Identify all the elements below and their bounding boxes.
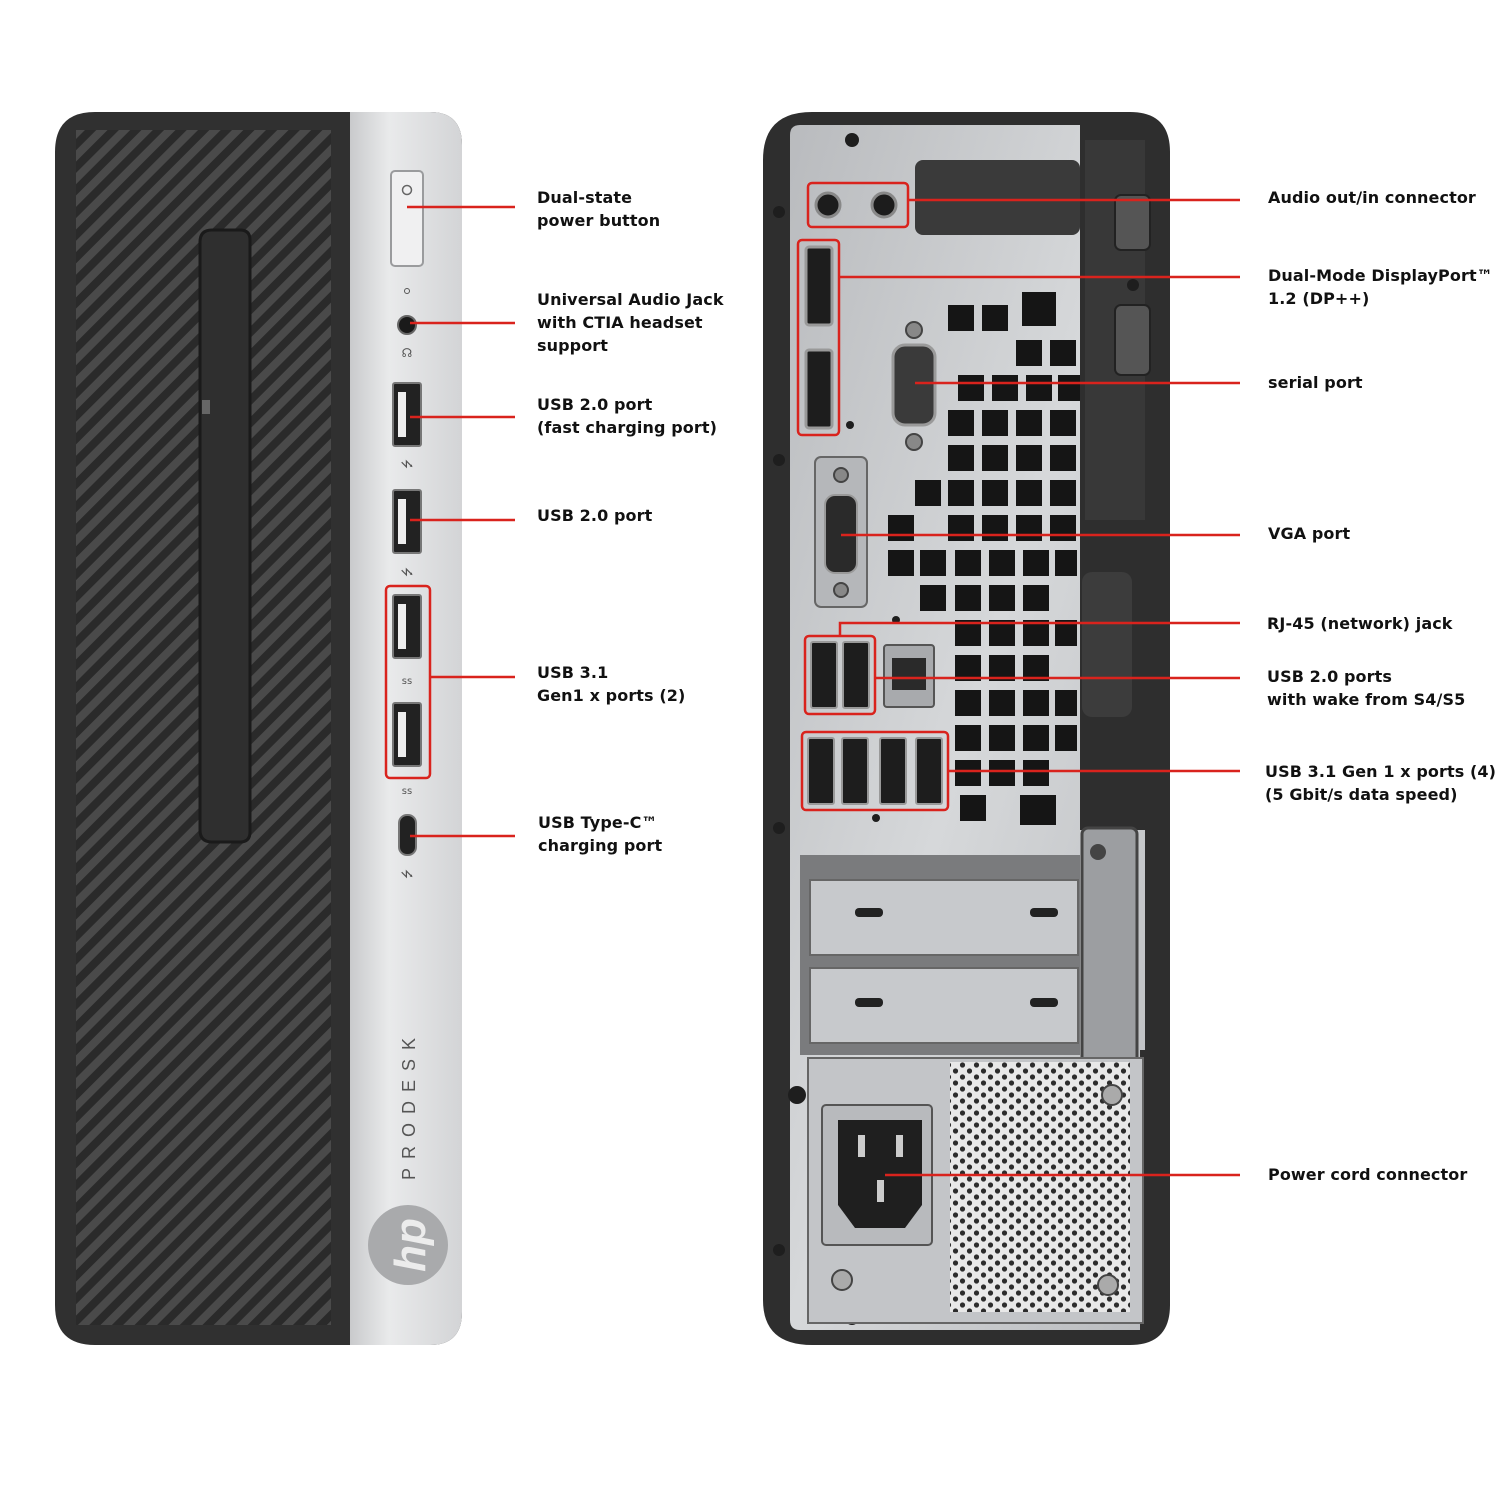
label-audio-jack: Universal Audio Jack with CTIA headset s…	[537, 290, 724, 355]
callout-line-rj45	[838, 621, 1240, 636]
rear-view	[763, 112, 1170, 1345]
screw-icon	[845, 133, 859, 147]
activity-led	[404, 288, 410, 294]
screw-icon	[773, 454, 785, 466]
label-usb31-rear: USB 3.1 Gen 1 x ports (4) (5 Gbit/s data…	[1265, 762, 1497, 804]
slot-cutout	[855, 998, 883, 1007]
psu-fan-mesh	[950, 1062, 1130, 1312]
label-displayport: Dual-Mode DisplayPort™ 1.2 (DP++)	[1268, 266, 1493, 308]
screw-icon	[905, 321, 923, 339]
usb-ss-icon: ss	[402, 676, 412, 687]
vent-grid	[888, 292, 1080, 825]
audio-out-jack[interactable]	[814, 191, 842, 219]
screw-icon	[872, 814, 880, 822]
audio-in-jack[interactable]	[870, 191, 898, 219]
usb-icon: ⭍	[400, 567, 414, 577]
label-rj45: RJ-45 (network) jack	[1267, 614, 1453, 633]
screw-icon	[773, 822, 785, 834]
audio-module-cover	[915, 160, 1080, 235]
usb-ss-icon: ss	[402, 786, 412, 797]
screw-icon	[788, 1086, 806, 1104]
label-power-cord: Power cord connector	[1268, 1165, 1468, 1184]
usb-c-icon: ⭍	[400, 869, 414, 879]
socket-pin	[858, 1135, 865, 1157]
slot-cutout	[1030, 998, 1058, 1007]
usb-tongue-icon	[398, 712, 406, 757]
usb-charge-icon: ⭍	[400, 459, 414, 469]
label-serial-port: serial port	[1268, 373, 1363, 392]
screw-icon	[1101, 1084, 1123, 1106]
screw-icon	[1127, 279, 1139, 291]
screw-icon	[1097, 1274, 1119, 1296]
screw-icon	[905, 433, 923, 451]
expansion-slot-cover-1	[809, 879, 1079, 956]
power-button[interactable]	[390, 170, 424, 267]
socket-pin	[877, 1180, 884, 1202]
screw-icon	[1090, 844, 1106, 860]
label-usb2: USB 2.0 port	[537, 506, 653, 525]
usb-tongue-icon	[398, 499, 406, 544]
callout-box-displayport	[796, 238, 841, 437]
socket-pin	[896, 1135, 903, 1157]
rj45-socket	[892, 658, 926, 690]
usb-tongue-icon	[398, 604, 406, 649]
label-vga-port: VGA port	[1268, 524, 1351, 543]
usb2-wake-port-2[interactable]	[842, 641, 870, 709]
screw-icon	[831, 1269, 853, 1291]
label-usb31-front: USB 3.1 Gen1 x ports (2)	[537, 663, 686, 705]
screw-icon	[846, 421, 854, 429]
front-view: ☊ ⭍ ⭍ ss ss ⭍ PRODESK hp	[55, 112, 462, 1345]
power-icon	[401, 184, 413, 196]
label-usb-type-c: USB Type-C™ charging port	[538, 813, 663, 855]
headset-icon: ☊	[402, 346, 413, 360]
label-usb2-wake: USB 2.0 ports with wake from S4/S5	[1267, 667, 1466, 709]
displayport-2[interactable]	[804, 348, 834, 430]
usb31-rear-port-2[interactable]	[841, 737, 869, 805]
slot-retention-bracket	[1080, 826, 1139, 1072]
optical-drive-bezel	[198, 228, 252, 844]
screw-icon	[773, 1244, 785, 1256]
callout-box-usb31-front	[384, 584, 432, 780]
label-usb2-fast-charge: USB 2.0 port (fast charging port)	[537, 395, 718, 437]
label-power-button: Dual-state power button	[537, 188, 661, 230]
usb2-port[interactable]	[392, 489, 422, 554]
usb2-wake-port-1[interactable]	[810, 641, 838, 709]
label-audio-out-in: Audio out/in connector	[1268, 188, 1476, 207]
drive-eject-slot	[202, 400, 210, 414]
usb31-rear-port-3[interactable]	[879, 737, 907, 805]
usb-tongue-icon	[398, 392, 406, 437]
kensington-slot-2	[1114, 304, 1151, 376]
usb31-rear-port-4[interactable]	[915, 737, 943, 805]
screw-icon	[833, 467, 849, 483]
hp-logo	[368, 1205, 448, 1285]
callout-box-audio	[806, 181, 910, 229]
kensington-slot-1	[1114, 194, 1151, 251]
usb31-port-2[interactable]	[392, 702, 422, 767]
callout-lines	[384, 181, 1240, 1177]
usb31-rear-port-1[interactable]	[807, 737, 835, 805]
screw-icon	[773, 206, 785, 218]
slot-cutout	[1030, 908, 1058, 917]
screw-icon	[833, 582, 849, 598]
padlock-loop	[1082, 572, 1132, 717]
audio-jack-port[interactable]	[397, 315, 417, 335]
hp-logo-text: hp	[386, 1218, 435, 1272]
prodesk-wordmark: PRODESK	[399, 1029, 419, 1180]
serial-port-connector[interactable]	[891, 343, 937, 427]
usb2-fast-charge-port[interactable]	[392, 382, 422, 447]
usb31-port-1[interactable]	[392, 594, 422, 659]
slot-cutout	[855, 908, 883, 917]
displayport-1[interactable]	[804, 245, 834, 327]
